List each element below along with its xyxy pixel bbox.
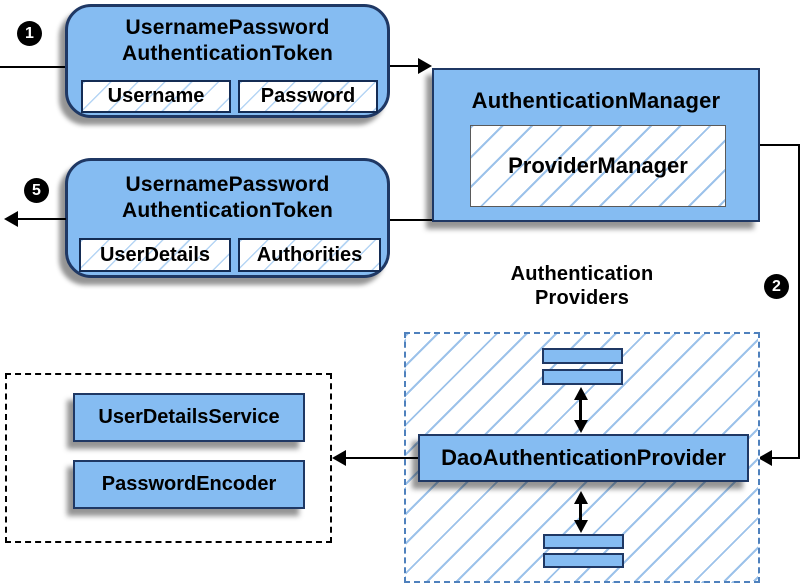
- field-userdetails: UserDetails: [79, 238, 231, 272]
- provider-stack-top-bar-1: [542, 348, 623, 364]
- providers-label-line2: Providers: [534, 287, 630, 310]
- double-arrow-bottom-down-icon: [574, 520, 588, 533]
- provider-stack-top-bar-2: [542, 369, 623, 385]
- provider-stack-bottom-bar-2: [543, 553, 624, 568]
- double-arrow-bottom-shaft: [579, 502, 582, 522]
- request-token-title-line2: AuthenticationToken: [121, 41, 334, 65]
- double-arrow-top-up-icon: [574, 387, 588, 400]
- double-arrow-bottom-up-icon: [574, 491, 588, 504]
- arrowhead-into-services-icon: [332, 450, 346, 466]
- connector-manager-to-token: [390, 219, 432, 221]
- arrowhead-into-dao-icon: [758, 450, 772, 466]
- response-token-title-line2: AuthenticationToken: [121, 198, 334, 222]
- authentication-manager-node: AuthenticationManager ProviderManager: [432, 68, 760, 222]
- providers-label-line1: Authentication: [510, 263, 654, 285]
- password-encoder-node: PasswordEncoder: [73, 460, 305, 509]
- connector-manager-down: [798, 144, 800, 459]
- response-token-title-line1: UsernamePassword: [125, 173, 330, 196]
- field-username: Username: [81, 80, 231, 113]
- request-token-title-line1: UsernamePassword: [125, 16, 330, 39]
- connector-request-in: [0, 66, 66, 68]
- arrowhead-response-out-icon: [4, 211, 18, 227]
- provider-stack-bottom-bar-1: [543, 534, 624, 549]
- field-password: Password: [238, 80, 378, 113]
- request-token-title: UsernamePassword AuthenticationToken: [68, 15, 387, 66]
- response-token-node: UsernamePassword AuthenticationToken Use…: [65, 158, 390, 278]
- authentication-manager-title: AuthenticationManager: [471, 88, 721, 113]
- badge-step-1: 1: [17, 21, 42, 46]
- user-details-service-node: UserDetailsService: [73, 393, 305, 442]
- field-authorities: Authorities: [238, 238, 381, 272]
- request-token-node: UsernamePassword AuthenticationToken Use…: [65, 4, 390, 118]
- provider-manager-node: ProviderManager: [470, 125, 726, 207]
- double-arrow-top-shaft: [579, 398, 582, 422]
- connector-into-dao: [772, 457, 800, 459]
- double-arrow-top-down-icon: [574, 420, 588, 433]
- connector-manager-out-top: [760, 144, 800, 146]
- badge-step-5: 5: [24, 178, 49, 203]
- connector-token-to-manager: [390, 65, 419, 67]
- response-token-title: UsernamePassword AuthenticationToken: [68, 172, 387, 223]
- connector-response-out: [16, 218, 66, 220]
- connector-dao-to-services: [345, 457, 418, 459]
- arrowhead-into-manager-icon: [418, 58, 432, 74]
- badge-step-2: 2: [764, 274, 789, 299]
- providers-label: Authentication Providers: [404, 262, 760, 311]
- dao-authentication-provider-node: DaoAuthenticationProvider: [418, 434, 749, 482]
